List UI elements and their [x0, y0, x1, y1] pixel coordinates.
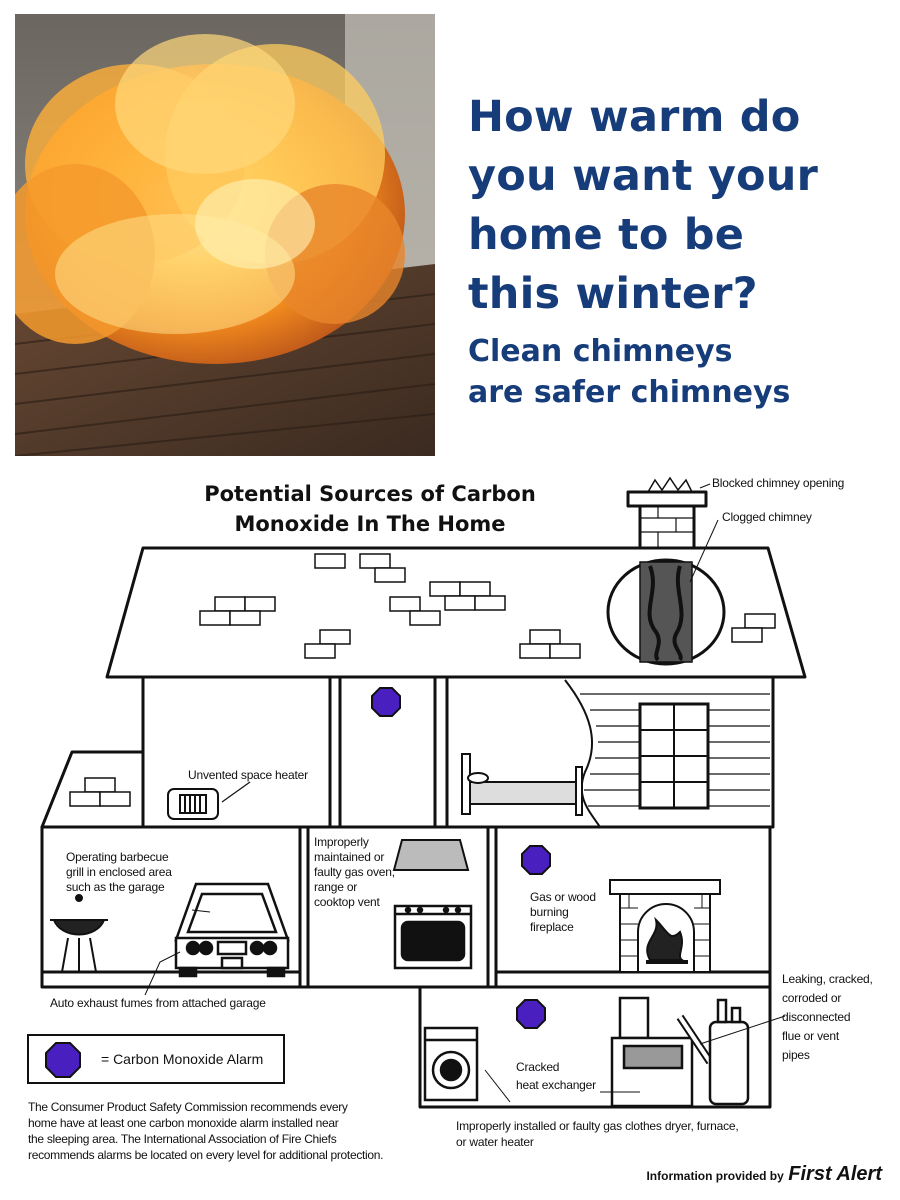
label-fireplace: Gas or wood burning fireplace — [530, 890, 596, 935]
space-heater — [167, 788, 219, 820]
gas-range — [393, 904, 473, 970]
car — [174, 882, 290, 978]
bed — [461, 753, 583, 816]
credit-text: Information provided by — [646, 1169, 784, 1183]
label-line: flue or vent — [782, 1029, 839, 1043]
recommendation-line: recommends alarms be located on every le… — [28, 1148, 384, 1162]
chimney-cap — [626, 490, 708, 508]
roof-fire-image — [15, 14, 435, 456]
headline-line: this winter? — [468, 269, 758, 319]
tagline: Clean chimneys are safer chimneys — [468, 331, 888, 413]
fireplace — [609, 879, 721, 973]
legend-label: = Carbon Monoxide Alarm — [101, 1051, 264, 1067]
label-line: Improperly installed or faulty gas cloth… — [456, 1119, 739, 1133]
fireplace-bricks — [620, 894, 710, 957]
chimney-blockage — [647, 476, 693, 493]
label-line: disconnected — [782, 1010, 851, 1024]
label-heat-exchanger: Cracked heat exchanger — [516, 1058, 596, 1094]
range-hood — [392, 839, 470, 871]
label-line: Leaking, cracked, — [782, 972, 873, 986]
credit-brand: First Alert — [788, 1163, 882, 1185]
headline: How warm do you want your home to be thi… — [468, 88, 888, 324]
label-line: corroded or — [782, 991, 842, 1005]
water-heater — [708, 998, 750, 1106]
headline-line: How warm do — [468, 92, 801, 142]
co-alarm-icon — [516, 999, 546, 1029]
roof-shingles — [69, 553, 776, 807]
co-alarm-icon — [521, 845, 551, 875]
label-dryer: Improperly installed or faulty gas cloth… — [456, 1118, 739, 1150]
label-line: maintained or — [314, 850, 385, 864]
label-line: grill in enclosed area — [66, 865, 172, 879]
label-line: Improperly — [314, 835, 369, 849]
credit-line: Information provided by First Alert — [646, 1163, 882, 1186]
label-line: such as the garage — [66, 880, 165, 894]
tagline-line: Clean chimneys — [468, 334, 733, 369]
window — [638, 702, 710, 810]
label-blocked-chimney: Blocked chimney opening — [712, 476, 845, 490]
leader-lines — [144, 483, 786, 1103]
label-line: Operating barbecue — [66, 850, 169, 864]
label-line: or water heater — [456, 1135, 534, 1149]
label-line: Cracked — [516, 1060, 560, 1074]
label-line: burning — [530, 905, 569, 919]
co-diagram: Potential Sources of Carbon Monoxide In … — [0, 462, 900, 1200]
label-line: pipes — [782, 1048, 810, 1062]
roof-fire-photo — [15, 14, 435, 456]
label-line: Gas or wood — [530, 890, 596, 904]
house-illustration — [40, 476, 807, 1109]
recommendation-line: The Consumer Product Safety Commission r… — [28, 1100, 348, 1114]
recommendation-line: the sleeping area. The International Ass… — [28, 1132, 337, 1146]
label-auto-exhaust: Auto exhaust fumes from attached garage — [50, 996, 266, 1010]
co-alarms — [371, 687, 551, 1029]
co-alarm-icon — [371, 687, 401, 717]
label-line: range or — [314, 880, 358, 894]
diagram-title: Potential Sources of Carbon Monoxide In … — [170, 479, 570, 539]
label-space-heater: Unvented space heater — [188, 768, 308, 782]
co-alarm-icon — [45, 1042, 81, 1078]
furnace — [610, 996, 714, 1108]
headline-line: home to be — [468, 210, 745, 260]
label-clogged-chimney: Clogged chimney — [722, 510, 812, 524]
label-flue: Leaking, cracked, corroded or disconnect… — [782, 970, 873, 1065]
recommendation-line: home have at least one carbon monoxide a… — [28, 1116, 339, 1130]
label-line: faulty gas oven, — [314, 865, 395, 879]
barbecue-grill — [50, 894, 108, 973]
label-barbecue: Operating barbecue grill in enclosed are… — [66, 850, 172, 895]
legend: = Carbon Monoxide Alarm — [27, 1034, 285, 1084]
clogged-flue — [639, 561, 693, 663]
chimney — [638, 502, 696, 550]
label-line: heat exchanger — [516, 1078, 596, 1092]
clothes-dryer — [423, 1026, 479, 1102]
diagram-title-line: Monoxide In The Home — [234, 512, 506, 536]
recommendation-text: The Consumer Product Safety Commission r… — [28, 1099, 448, 1163]
label-line: cooktop vent — [314, 895, 380, 909]
chimney-poster: How warm do you want your home to be thi… — [0, 0, 900, 462]
label-line: fireplace — [530, 920, 574, 934]
headline-line: you want your — [468, 151, 819, 201]
label-gas-oven: Improperly maintained or faulty gas oven… — [314, 835, 395, 910]
diagram-title-line: Potential Sources of Carbon — [204, 482, 536, 506]
tagline-line: are safer chimneys — [468, 375, 791, 410]
